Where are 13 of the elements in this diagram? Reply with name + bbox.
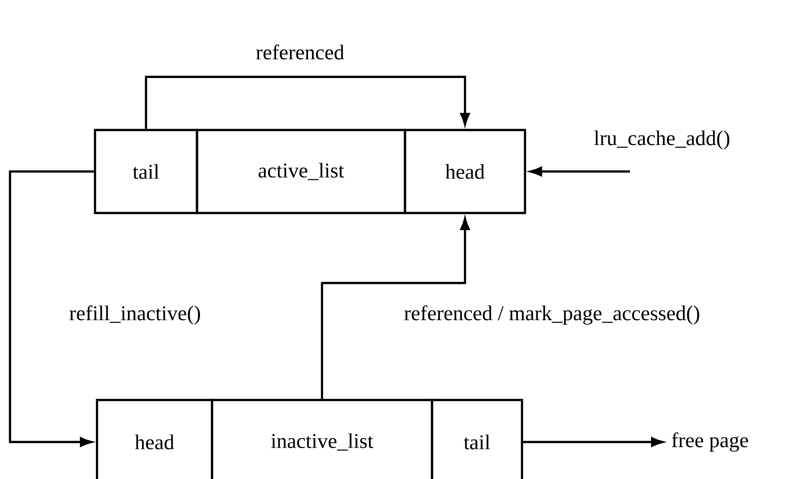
list-cell: head [96, 398, 214, 479]
arrow [144, 76, 470, 129]
list-cell: head [404, 128, 526, 214]
list-cell: active_list [196, 128, 406, 214]
arrow [8, 170, 94, 447]
list-cell: tail [430, 398, 524, 479]
list-cell: inactive_list [210, 398, 434, 479]
edge-label: refill_inactive() [70, 305, 200, 325]
edge-label: referenced / mark_page_accessed() [404, 305, 700, 325]
list-cell: tail [94, 128, 198, 214]
edge-label: lru_cache_add() [594, 130, 730, 150]
edge-label: referenced [256, 44, 344, 60]
text-label: free page [672, 432, 748, 452]
